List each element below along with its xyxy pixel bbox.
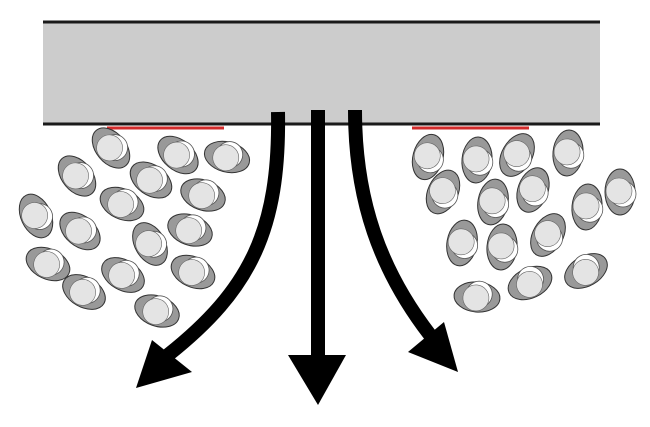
particle-core (462, 145, 490, 173)
particle-core (478, 187, 506, 215)
particle-left (134, 294, 180, 328)
particle-left (99, 186, 145, 222)
particle-core (135, 230, 162, 257)
particle-right (507, 265, 553, 301)
particle-core (21, 202, 48, 229)
particle-core (447, 228, 475, 256)
particle-core (413, 142, 441, 170)
particle-right (516, 167, 550, 213)
particle-left (91, 127, 131, 169)
particle-right (571, 183, 604, 231)
arrow-left-shaft (163, 111, 286, 361)
particle-right (552, 129, 585, 177)
particle-left (180, 178, 226, 212)
particle-core (503, 140, 530, 167)
particle-core (163, 141, 190, 169)
particle-left (132, 222, 168, 266)
particle-right (461, 136, 494, 184)
particle-core (96, 134, 123, 162)
particle-core (429, 177, 456, 204)
particle-core (462, 284, 490, 312)
particle-left (59, 211, 101, 251)
particle-left (167, 213, 213, 247)
particle-core (519, 175, 546, 203)
particle-core (534, 220, 561, 247)
particle-left (203, 140, 251, 174)
arrow-right-head (408, 322, 458, 372)
particle-right (499, 133, 535, 177)
particle-core (65, 217, 92, 245)
particle-core (572, 259, 599, 286)
particle-left (62, 274, 106, 310)
particle-core (136, 166, 163, 194)
particle-core (69, 279, 96, 306)
particle-core (108, 262, 135, 289)
plate-body (43, 22, 600, 124)
particle-core (572, 192, 600, 220)
arrow-right-shaft (348, 109, 436, 340)
particle-right (604, 168, 637, 216)
particle-core (33, 251, 60, 278)
particle-core (178, 259, 205, 286)
arrow-left-head (136, 340, 192, 388)
particle-core (487, 232, 515, 260)
particle-right (453, 280, 501, 313)
particle-left (57, 155, 97, 197)
particle-right (477, 178, 510, 226)
particle-core (212, 144, 240, 172)
particle-core (553, 138, 581, 166)
particle-left (25, 246, 71, 282)
particle-right (411, 133, 445, 181)
particles (18, 127, 637, 328)
particle-left (170, 254, 216, 290)
particle-core (175, 217, 203, 244)
particle-left (157, 135, 199, 175)
particle-core (62, 162, 89, 190)
particle-right (564, 253, 608, 289)
particle-core (142, 298, 170, 325)
particle-right (446, 219, 479, 267)
particle-core (107, 191, 134, 218)
particle-core (188, 182, 216, 209)
particle-left (129, 161, 173, 199)
flow-arrows (136, 109, 458, 405)
particle-core (605, 177, 633, 205)
particle-right (425, 169, 461, 215)
particle-core (516, 271, 543, 298)
particle-right (530, 213, 566, 257)
particle-left (101, 257, 145, 293)
particle-right (486, 223, 519, 271)
arrow-middle-head (288, 355, 346, 405)
particle-left (18, 193, 54, 239)
